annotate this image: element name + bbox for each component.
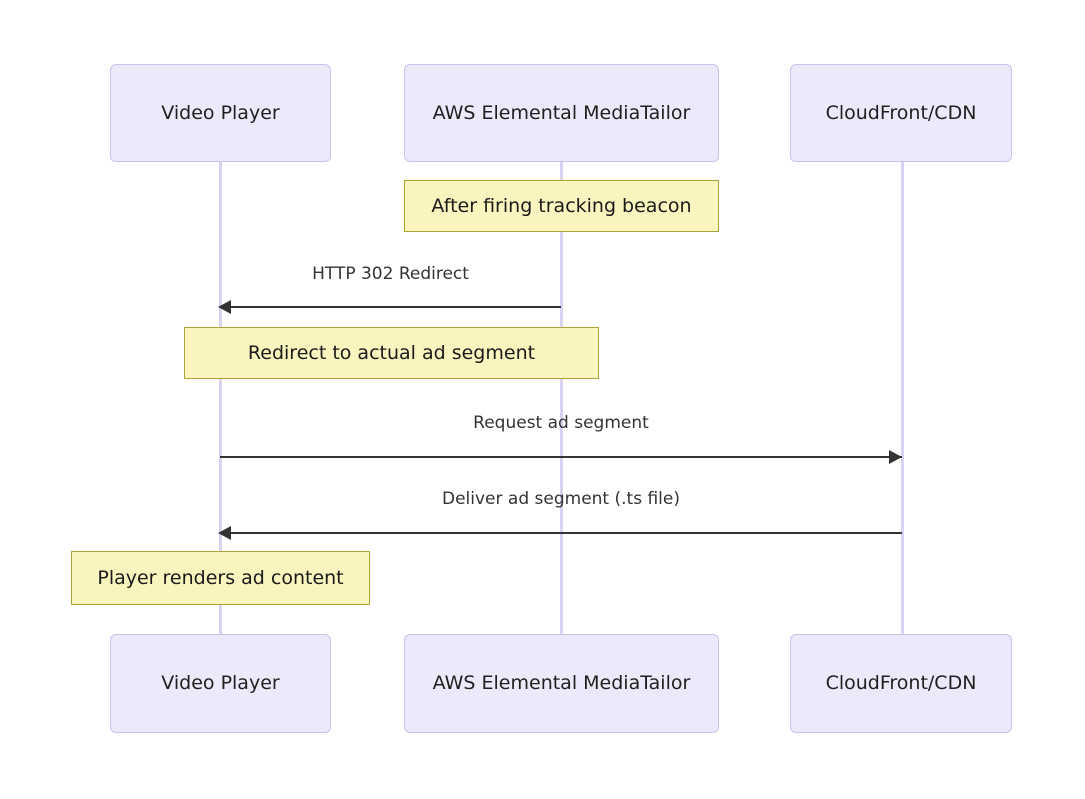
message-label-http-302-redirect: HTTP 302 Redirect <box>220 264 561 284</box>
participant-top-video-player[interactable]: Video Player <box>110 64 331 162</box>
message-arrowhead-request-ad-segment <box>889 450 902 464</box>
message-arrowhead-http-302-redirect <box>218 300 231 314</box>
message-label-deliver-ad-segment-text: Deliver ad segment (.ts file) <box>442 489 680 509</box>
participant-top-aws-elemental-mediatailor-label: AWS Elemental MediaTailor <box>432 101 691 124</box>
message-label-deliver-ad-segment: Deliver ad segment (.ts file) <box>220 489 902 509</box>
message-label-request-ad-segment: Request ad segment <box>220 413 902 433</box>
note-after-firing-tracking-beacon: After firing tracking beacon <box>404 180 719 232</box>
participant-bottom-video-player-label: Video Player <box>161 672 280 695</box>
message-line-http-302-redirect <box>220 306 561 308</box>
participant-top-cloudfront-cdn-label: CloudFront/CDN <box>825 101 977 124</box>
lifeline-video-player <box>219 162 222 635</box>
participant-top-cloudfront-cdn[interactable]: CloudFront/CDN <box>790 64 1012 162</box>
participant-bottom-video-player[interactable]: Video Player <box>110 634 331 733</box>
note-after-firing-tracking-beacon-label: After firing tracking beacon <box>431 194 692 217</box>
note-redirect-to-actual-ad-segment-label: Redirect to actual ad segment <box>247 341 536 364</box>
message-arrowhead-deliver-ad-segment <box>218 526 231 540</box>
participant-bottom-cloudfront-cdn[interactable]: CloudFront/CDN <box>790 634 1012 733</box>
participant-top-video-player-label: Video Player <box>161 101 280 124</box>
message-line-request-ad-segment <box>220 456 902 458</box>
note-player-renders-ad-content-label: Player renders ad content <box>97 566 344 589</box>
message-line-deliver-ad-segment <box>220 532 902 534</box>
message-label-http-302-redirect-text: HTTP 302 Redirect <box>312 264 469 284</box>
lifeline-aws-elemental-mediatailor <box>560 162 563 635</box>
note-player-renders-ad-content: Player renders ad content <box>71 551 370 605</box>
note-redirect-to-actual-ad-segment: Redirect to actual ad segment <box>184 327 599 379</box>
participant-bottom-cloudfront-cdn-label: CloudFront/CDN <box>825 672 977 695</box>
participant-bottom-aws-elemental-mediatailor-label: AWS Elemental MediaTailor <box>432 672 691 695</box>
lifeline-cloudfront-cdn <box>901 162 904 635</box>
participant-bottom-aws-elemental-mediatailor[interactable]: AWS Elemental MediaTailor <box>404 634 719 733</box>
participant-top-aws-elemental-mediatailor[interactable]: AWS Elemental MediaTailor <box>404 64 719 162</box>
message-label-request-ad-segment-text: Request ad segment <box>473 413 649 433</box>
